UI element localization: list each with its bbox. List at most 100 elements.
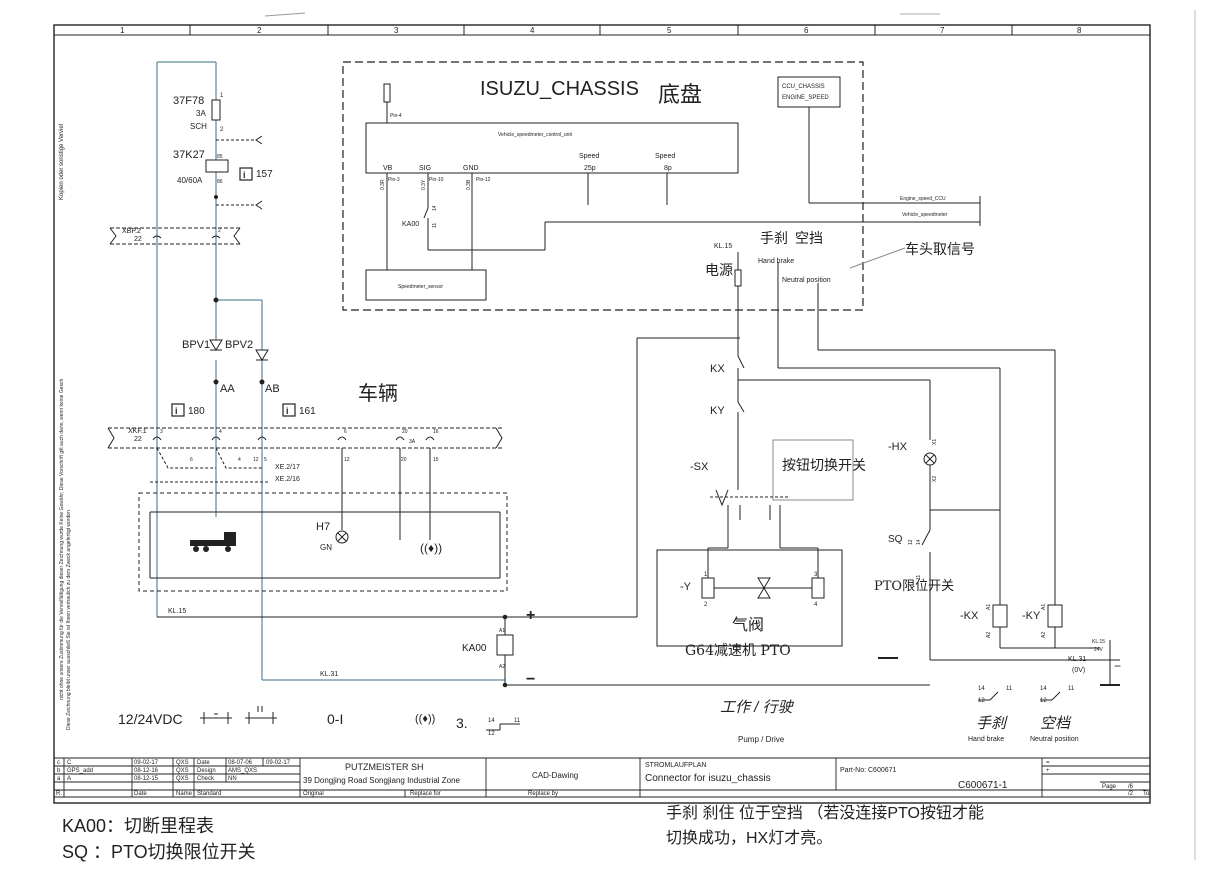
unit-label: Vehicle_speedmeter_control_unit (498, 132, 573, 138)
stromlaufplan: STROMLAUFPLAN (645, 762, 706, 769)
relay-rating: 40/60A (177, 176, 203, 185)
work-drive-cn: 工作 / 行驶 (720, 699, 795, 716)
title-block (54, 757, 1150, 798)
switch-symbol-2 (245, 706, 277, 724)
hw-neutral-top: 空挡 (795, 231, 823, 247)
xbp-pin: 22 (134, 236, 142, 243)
xkf-pin2-a: 6 (190, 457, 193, 463)
chassis-box (342, 61, 864, 311)
hand-brake-label: Hand brake (758, 258, 794, 265)
rev-c-r: c (57, 760, 60, 766)
hw-valve: 气阀 (732, 615, 764, 634)
pump-drive: Pump / Drive (738, 735, 785, 744)
hx-x2: X2 (932, 476, 938, 482)
fuse-pin2: 2 (220, 127, 224, 133)
valve-box (656, 549, 843, 647)
y-pin3: 3 (814, 572, 818, 578)
info-icon-180[interactable]: i 180 (171, 403, 205, 417)
drawing-number: C600671-1 (958, 780, 1008, 791)
fuse-37F78 (211, 99, 221, 121)
kx-contact (737, 350, 745, 395)
xkf-pin-a: 3 (160, 429, 163, 435)
neutral-label: Neutral position (782, 277, 831, 284)
h7-tag: H7 (316, 521, 330, 533)
company-address: 39 Dongjing Road Songjiang Industrial Zo… (303, 776, 461, 785)
hx-x1: X1 (932, 439, 938, 445)
col-8: 8 (1077, 26, 1082, 35)
company-name: PUTZMEISTER SH (345, 762, 424, 772)
minus-sign: − (526, 671, 535, 688)
h7-color: GN (320, 543, 332, 552)
rev-hdr-date: Date (134, 791, 147, 797)
fuse-tag: 37F78 (173, 95, 204, 107)
rev-a-name: QXS (176, 776, 189, 782)
kl15-right: KL.15 (714, 243, 732, 250)
xkf-pin-c: 12 (253, 457, 259, 463)
col-1: 1 (120, 26, 125, 35)
xkf-pin: 22 (134, 436, 142, 443)
rev-b-desc: GPS_add (67, 768, 93, 774)
col-7: 7 (940, 26, 945, 35)
valve-coil-right (811, 577, 825, 599)
info-icon-157[interactable]: i 157 (239, 167, 273, 181)
eq-label: = (1046, 760, 1050, 766)
design-label: Design (197, 768, 216, 774)
speedmeter-control-unit (365, 122, 739, 174)
info-icon-161[interactable]: i 161 (282, 403, 316, 417)
chassis-fuse (383, 83, 391, 103)
connector-xkf1 (107, 427, 503, 449)
valve-icon (757, 577, 771, 599)
page-of: /2 (1128, 791, 1134, 797)
ccu-line1: CCU_CHASSIS (782, 84, 825, 90)
body-box-inner (149, 511, 501, 579)
hw-power: 电源 (705, 263, 733, 279)
xkf-pin-e: 6 (344, 429, 347, 435)
switch-sx (707, 489, 819, 578)
rev-a-desc: A (67, 776, 71, 782)
ka00-tag: KA00 (462, 643, 487, 654)
hw-handbrake-top: 手刹 (760, 231, 788, 247)
truck-icon (190, 532, 236, 552)
hw-chassis-signal: 车头取信号 (905, 241, 975, 258)
bottom-kl15: KL.15 (168, 608, 186, 615)
relay-info-157: 157 (256, 169, 273, 180)
hw-sx-box (772, 439, 854, 501)
col-4: 4 (530, 26, 535, 35)
neutral-cn: 空档 (1040, 715, 1072, 732)
check-value: NN (228, 776, 237, 782)
diode-bpv2 (255, 349, 269, 361)
rev-c-desc: C (67, 760, 72, 766)
original-label: Original (303, 791, 324, 797)
nt-n14: 14 (1040, 686, 1047, 692)
ky-a2: A2 (1041, 632, 1047, 638)
left-feed-wires (156, 61, 505, 681)
nt-n11: 11 (1068, 686, 1075, 692)
date-1: 08-07-06 (228, 760, 253, 766)
xkf-pin-b: 4 (219, 429, 222, 435)
rev-a-r: a (57, 776, 61, 782)
xkf-pin-h: 16 (433, 429, 439, 435)
ccu-out1: Engine_speed_CCU (900, 196, 946, 202)
xe-dashes (150, 447, 270, 483)
standard-label: Standard (197, 791, 221, 797)
info-161: 161 (299, 406, 316, 417)
page-tot: Tot (1143, 791, 1151, 797)
v24: 24V (1094, 647, 1104, 653)
hx-label: -HX (888, 441, 908, 453)
ccu-line2: ENGINE_SPEED (782, 95, 829, 101)
svg-text:i: i (286, 406, 289, 416)
col-3: 3 (394, 26, 399, 35)
fuse-rating: 3A (196, 109, 206, 118)
col-2: 2 (257, 26, 262, 35)
diode-bpv1-label: BPV1 (182, 339, 210, 351)
coil-kx (992, 604, 1008, 628)
ky-contact (737, 395, 745, 490)
hw-sq: PTO限位开关 (874, 579, 954, 594)
xkf-pin2-e: 15 (433, 457, 439, 463)
side-text-middle: nicht ohne unsere Zustimmung für die Ver… (59, 378, 65, 700)
rev-hdr-r: R. (56, 791, 62, 797)
page-no: /6 (1128, 784, 1134, 790)
note-handbrake-2: 切换成功，HX灯才亮。 (666, 829, 832, 847)
node-aa: AA (220, 383, 235, 395)
info-180: 180 (188, 406, 205, 417)
